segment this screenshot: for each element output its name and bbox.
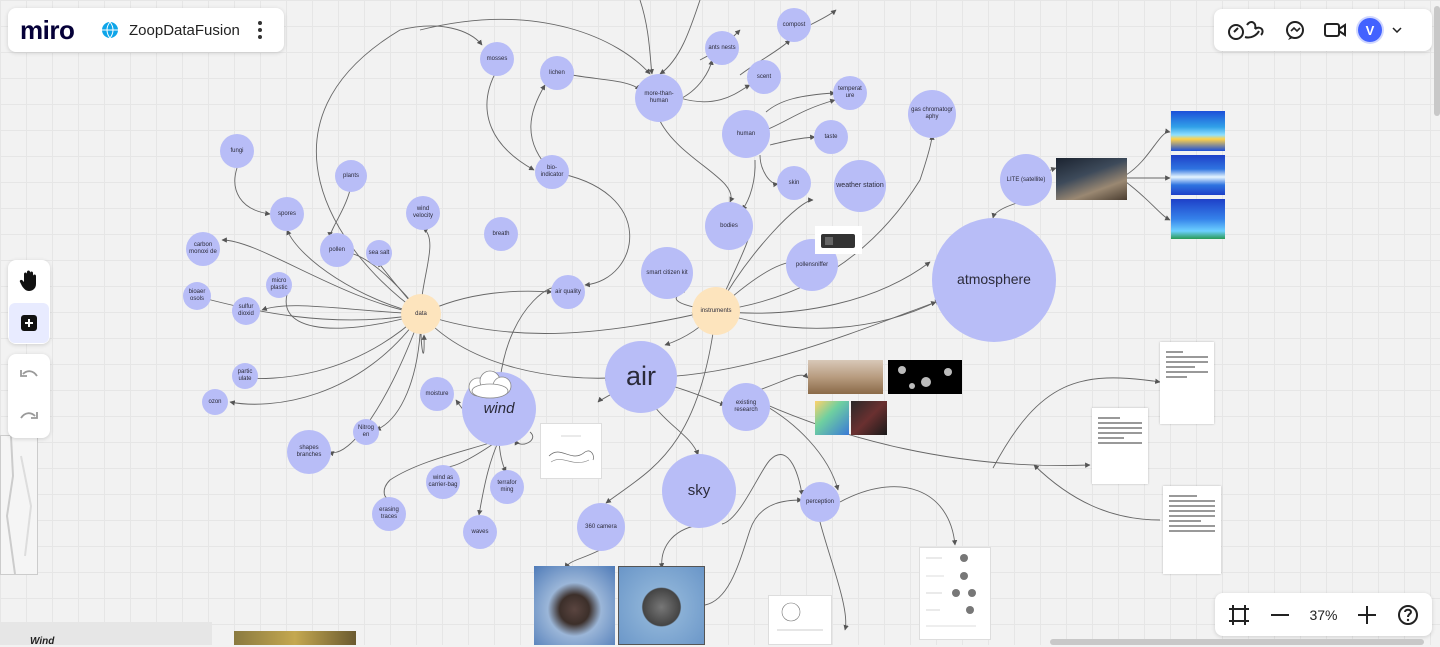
particles-photo[interactable] <box>888 360 962 394</box>
node-bodies[interactable]: bodies <box>705 202 753 250</box>
node-atmosphere[interactable]: atmosphere <box>932 218 1056 342</box>
node-sky[interactable]: sky <box>662 454 736 528</box>
more-options-icon[interactable] <box>252 19 268 41</box>
hand-tool-icon[interactable] <box>9 261 49 301</box>
node-particulate[interactable]: partic ulate <box>232 363 258 389</box>
node-temperature[interactable]: temperat ure <box>833 76 867 110</box>
help-icon[interactable] <box>1391 598 1425 632</box>
panorama-photo[interactable] <box>534 566 615 645</box>
dark-photo[interactable] <box>851 401 887 435</box>
zoom-out-icon[interactable] <box>1263 598 1297 632</box>
chevron-down-icon[interactable] <box>1388 13 1406 47</box>
lidar-plot-1[interactable] <box>1171 111 1225 151</box>
illustration-sheet[interactable] <box>919 547 991 640</box>
node-lichen[interactable]: lichen <box>540 56 574 90</box>
frame-label[interactable]: Wind <box>30 636 55 647</box>
node-sea-salt[interactable]: sea salt <box>366 240 392 266</box>
node-mosses[interactable]: mosses <box>480 42 514 76</box>
node-carbon-monoxide[interactable]: carbon monoxi de <box>186 232 220 266</box>
node-terraforming[interactable]: terrafor ming <box>490 470 524 504</box>
diagram-sketch[interactable] <box>768 595 832 645</box>
board-header: miro ZoopDataFusion <box>8 8 284 52</box>
frame-label-area: Wind <box>0 622 212 647</box>
node-human[interactable]: human <box>722 110 770 158</box>
node-wind-velocity[interactable]: wind velocity <box>406 196 440 230</box>
node-micro-plastic[interactable]: micro plastic <box>266 272 292 298</box>
video-call-icon[interactable] <box>1318 13 1352 47</box>
node-instruments-hub[interactable]: instruments <box>692 287 740 335</box>
node-360-camera[interactable]: 360 camera <box>577 503 625 551</box>
node-data-hub[interactable]: data <box>401 294 441 334</box>
node-pollen[interactable]: pollen <box>320 233 354 267</box>
sphere-photo[interactable] <box>618 566 705 645</box>
node-compost[interactable]: compost <box>777 8 811 42</box>
node-wind-as-carrier-bag[interactable]: wind as carrier-bag <box>426 465 460 499</box>
document-page-3[interactable] <box>1163 486 1221 574</box>
node-fungi[interactable]: fungi <box>220 134 254 168</box>
redo-icon[interactable] <box>9 397 49 437</box>
node-nitrogen[interactable]: Nitrog en <box>353 419 379 445</box>
node-more-than-human[interactable]: more-than-human <box>635 74 683 122</box>
zoom-in-icon[interactable] <box>1350 598 1384 632</box>
fit-to-screen-icon[interactable] <box>1222 598 1256 632</box>
user-initial: V <box>1365 22 1375 38</box>
node-ants-nests[interactable]: ants nests <box>705 31 739 65</box>
globe-icon <box>101 21 119 39</box>
node-bioaerosols[interactable]: bioaer osols <box>183 282 211 310</box>
add-item-icon[interactable] <box>9 303 49 343</box>
node-air-quality[interactable]: air quality <box>551 275 585 309</box>
zoom-level[interactable]: 37% <box>1309 606 1338 623</box>
node-taste[interactable]: taste <box>814 120 848 154</box>
cloud-image[interactable] <box>464 369 520 401</box>
miro-logo[interactable]: miro <box>20 15 75 45</box>
node-ozon[interactable]: ozon <box>202 389 228 415</box>
chat-icon[interactable] <box>1278 13 1312 47</box>
landscape-photo[interactable] <box>808 360 883 394</box>
undo-icon[interactable] <box>9 355 49 395</box>
satellite-photo[interactable] <box>1056 158 1127 200</box>
node-shapes-branches[interactable]: shapes branches <box>287 430 331 474</box>
node-weather-station[interactable]: weather station <box>834 160 886 212</box>
user-avatar[interactable]: V <box>1358 18 1382 42</box>
zoom-toolbar: 37% <box>1215 593 1432 636</box>
node-spores[interactable]: spores <box>270 197 304 231</box>
node-breath[interactable]: breath <box>484 217 518 251</box>
history-panel <box>8 354 50 438</box>
horizontal-scrollbar[interactable] <box>1050 639 1424 645</box>
collaboration-toolbar: V <box>1214 9 1432 51</box>
node-scent[interactable]: scent <box>747 60 781 94</box>
reactions-icon[interactable] <box>1226 13 1272 47</box>
heatmap-photo[interactable] <box>815 401 849 435</box>
vertical-scrollbar[interactable] <box>1434 6 1440 116</box>
tools-panel <box>8 260 50 344</box>
node-skin[interactable]: skin <box>777 166 811 200</box>
node-air[interactable]: air <box>605 341 677 413</box>
node-smart-citizen-kit[interactable]: smart citizen kit <box>641 247 693 299</box>
node-erasing-traces[interactable]: erasing traces <box>372 497 406 531</box>
document-page-1[interactable] <box>1160 342 1214 424</box>
node-plants[interactable]: plants <box>335 160 367 192</box>
node-moisture[interactable]: moisture <box>420 377 454 411</box>
sketch-image[interactable] <box>540 423 602 479</box>
map-fragment <box>0 435 38 575</box>
frame-thumbnail[interactable] <box>234 631 356 645</box>
node-perception[interactable]: perception <box>800 482 840 522</box>
lidar-plot-3[interactable] <box>1171 199 1225 239</box>
instrument-photo[interactable] <box>815 226 862 254</box>
node-gas-chromatography[interactable]: gas chromatogr aphy <box>908 90 956 138</box>
node-existing-research[interactable]: existing research <box>722 383 770 431</box>
node-bio-indicator[interactable]: bio-indicator <box>535 155 569 189</box>
document-page-2[interactable] <box>1092 408 1148 484</box>
node-sulfur-dioxide[interactable]: sulfur dioxid <box>232 297 260 325</box>
node-lite-satellite[interactable]: LITE (satellite) <box>1000 154 1052 206</box>
lidar-plot-2[interactable] <box>1171 155 1225 195</box>
node-waves[interactable]: waves <box>463 515 497 549</box>
board-name[interactable]: ZoopDataFusion <box>129 22 240 39</box>
